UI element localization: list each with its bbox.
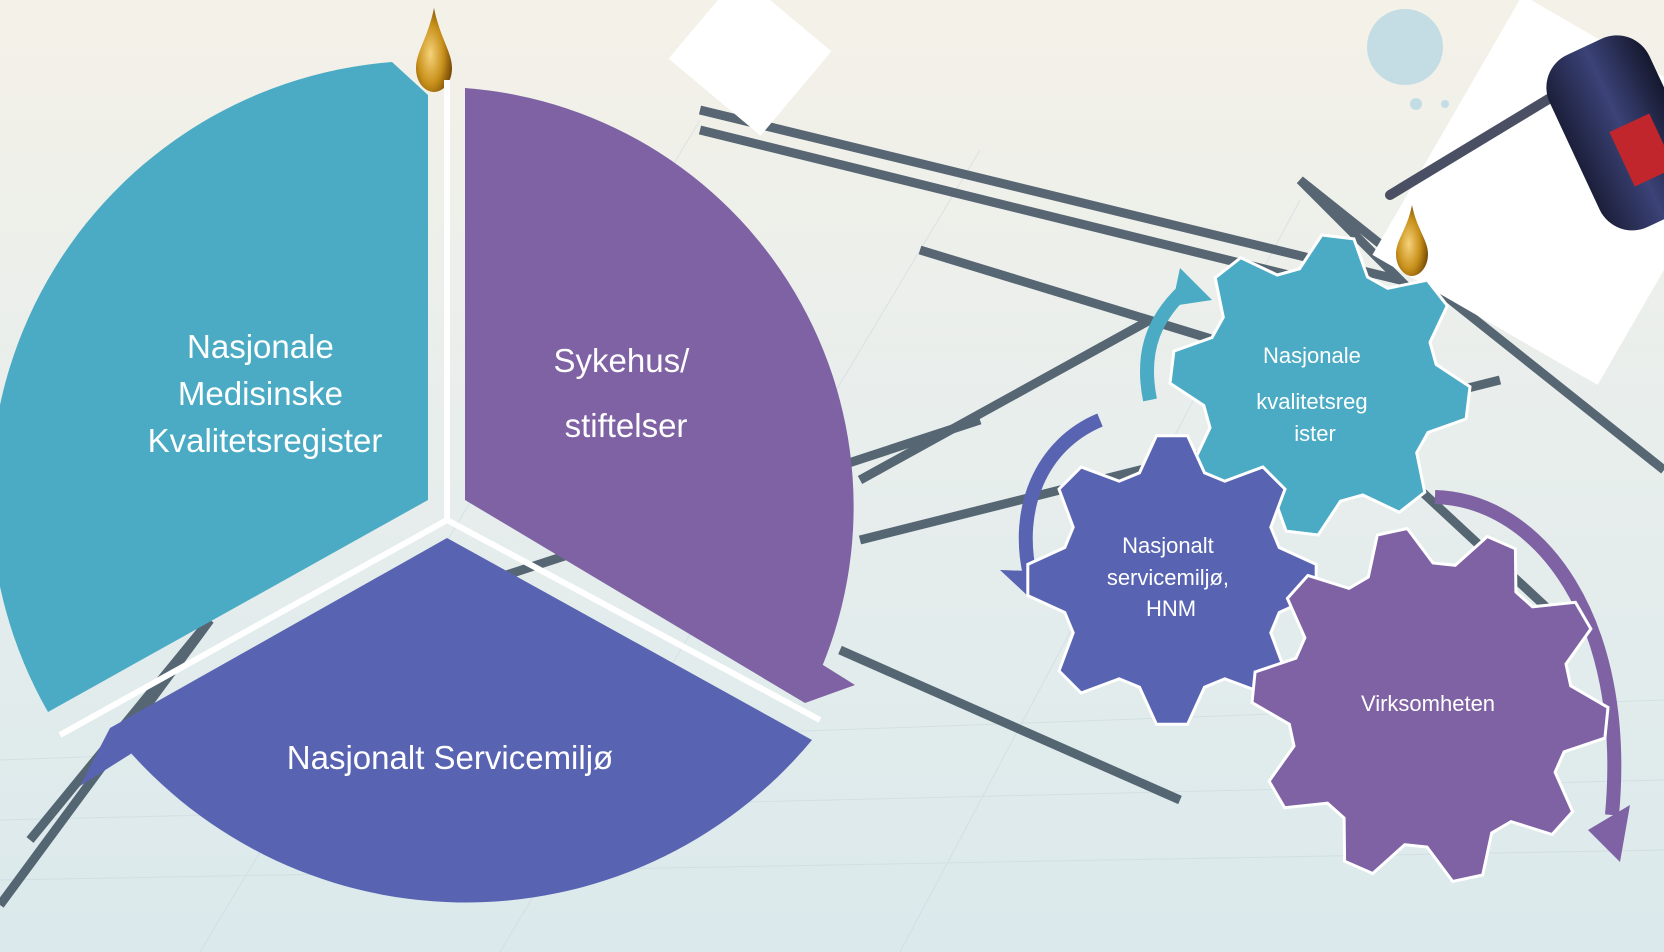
note-card	[668, 0, 832, 136]
segment-label-line: Nasjonalt Servicemiljø	[287, 739, 613, 776]
gear-icon	[1168, 233, 1472, 537]
gear-icon	[1250, 526, 1610, 884]
bubble	[1410, 98, 1422, 110]
segment-label-line: Kvalitetsregister	[148, 422, 383, 459]
gear-label-line: kvalitetsreg	[1256, 389, 1367, 414]
gear-label-line: Nasjonalt	[1122, 533, 1214, 558]
segment-label-service: Nasjonalt Servicemiljø	[287, 739, 613, 776]
bubble	[1367, 9, 1443, 85]
gear-label-line: Virksomheten	[1361, 691, 1495, 716]
segment-label-hospitals: Sykehus/ stiftelser	[554, 342, 699, 444]
gears-diagram: Nasjonale kvalitetsreg ister Nasjonalt s…	[1000, 233, 1630, 884]
cycle-arrowhead	[80, 728, 140, 786]
gear-shape-registers	[1168, 233, 1472, 537]
gear-label-line: servicemiljø,	[1107, 565, 1229, 590]
cycle-segment-registers	[0, 62, 428, 712]
segment-label-line: Sykehus/	[554, 342, 691, 379]
circular-arrow-head	[1588, 805, 1630, 862]
cycle-segment-service	[80, 538, 812, 903]
segment-label-line: stiftelser	[565, 407, 688, 444]
oil-drop-icon	[1396, 205, 1428, 276]
bubble	[1441, 100, 1449, 108]
oil-drop-icon	[416, 8, 452, 92]
segment-label-registers: Nasjonale Medisinske Kvalitetsregister	[148, 328, 383, 459]
grid-lines	[0, 119, 1664, 952]
gear-label-registers: Nasjonale kvalitetsreg ister	[1256, 343, 1373, 446]
gear-label-line: HNM	[1146, 596, 1196, 621]
cycle-diagram: Nasjonale Medisinske Kvalitetsregister S…	[0, 62, 855, 903]
gear-label-line: ister	[1294, 421, 1336, 446]
gear-label-service: Nasjonalt servicemiljø, HNM	[1107, 533, 1235, 621]
cycle-arrowhead	[805, 660, 855, 703]
cycle-arrowhead	[392, 62, 414, 118]
circular-arrow-head	[1172, 268, 1212, 306]
cycle-segment-hospitals	[465, 88, 855, 703]
gear-label-business: Virksomheten	[1361, 691, 1495, 716]
segment-label-line: Medisinske	[178, 375, 343, 412]
gear-shape-business	[1250, 526, 1610, 884]
segment-label-line: Nasjonale	[187, 328, 334, 365]
gear-label-line: Nasjonale	[1263, 343, 1361, 368]
